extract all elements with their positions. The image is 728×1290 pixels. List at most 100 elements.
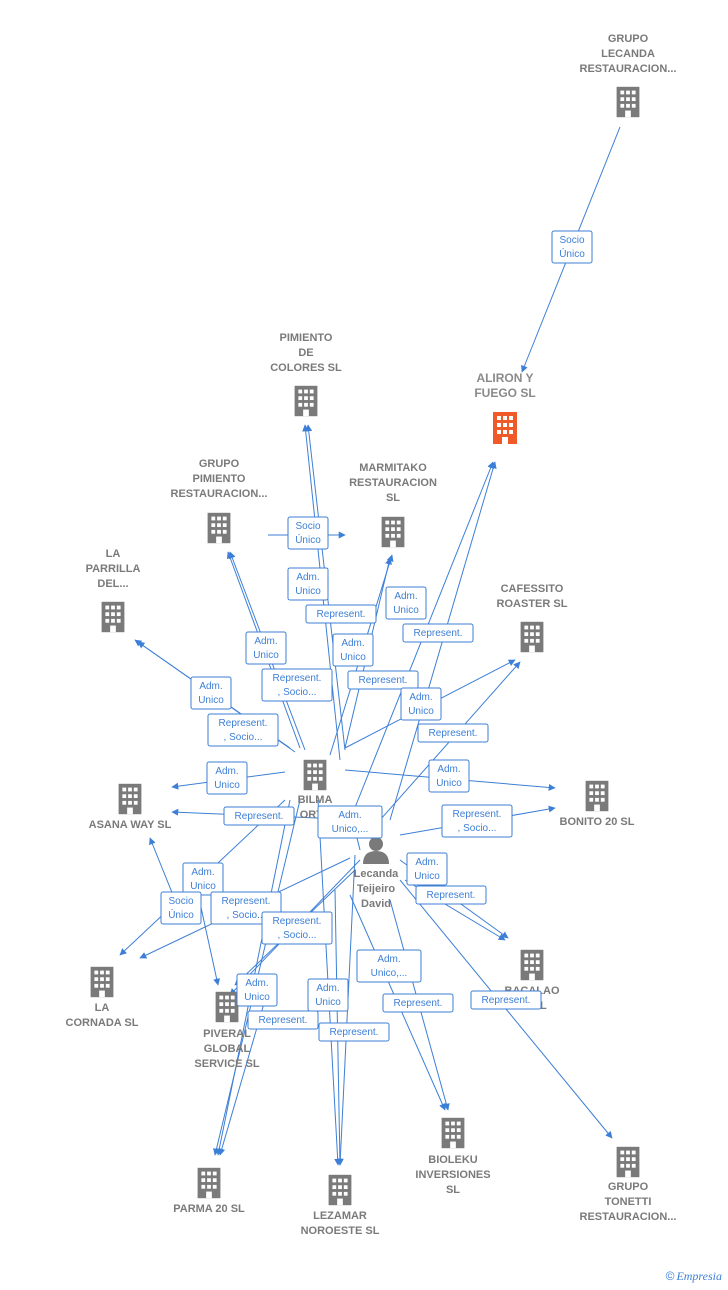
edge-label-text: Socio	[559, 235, 584, 246]
node-label: DE	[298, 347, 313, 359]
node-label: SL	[386, 492, 400, 504]
brand-logo[interactable]: ©Empresia	[666, 1269, 722, 1284]
edge-label-text: Represent.	[222, 896, 271, 907]
edge-label-box	[400, 687, 442, 721]
node-label: BIOLEKU	[428, 1154, 478, 1166]
edge-label-text: Unico	[393, 605, 419, 616]
edge-label-box	[287, 516, 329, 550]
edge-label-e-pers-aliron-rep[interactable]: Represent.	[402, 623, 474, 643]
edge-label-box	[206, 761, 248, 795]
edge-label-box	[236, 973, 278, 1007]
edge-label-e-bilma-asana-adm[interactable]: Adm.Unico	[206, 761, 248, 795]
node-grupo-pimiento[interactable]: GRUPOPIMIENTORESTAURACION...	[171, 458, 268, 544]
edge-label-e-bilma-bac-adm[interactable]: Adm.Unico	[406, 852, 448, 886]
edge-label-e-pers-bilma-adm[interactable]: Adm.Unico,...	[317, 805, 383, 839]
node-label: CORNADA SL	[66, 1017, 139, 1029]
edge-label-e-pers-pim-rep[interactable]: Represent.	[305, 604, 377, 624]
edge-label-text: Adm.	[377, 954, 400, 965]
edge-label-text: , Socio...	[278, 687, 317, 698]
node-parrilla[interactable]: LAPARRILLADEL...	[86, 548, 141, 633]
node-label: LA	[106, 548, 121, 560]
building-icon	[381, 516, 405, 548]
node-label: RESTAURACION...	[580, 1211, 677, 1223]
edge-label-e-bilma-lez-adm[interactable]: Adm.Unico	[307, 978, 349, 1012]
building-icon	[441, 1117, 465, 1149]
building-icon	[207, 512, 231, 544]
node-grupo-tonetti[interactable]: GRUPOTONETTIRESTAURACION...	[580, 1146, 677, 1223]
node-cornada[interactable]: LA CORNADA SL	[66, 966, 139, 1029]
building-icon	[328, 1174, 352, 1206]
node-grupo-lecanda[interactable]: GRUPOLECANDARESTAURACION...	[580, 33, 677, 118]
edge-label-e-pers-parr-rep[interactable]: Represent., Socio...	[207, 713, 279, 747]
edge-label-text: Unico	[340, 652, 366, 663]
node-parma[interactable]: PARMA 20 SL	[173, 1167, 245, 1215]
edge-label-text: Represent.	[429, 728, 478, 739]
edge-label-box	[245, 631, 287, 665]
edge-label-text: Adm.	[296, 572, 319, 583]
edge-label-e-pers-ton-rep[interactable]: Represent.	[470, 990, 542, 1010]
edge-label-text: Adm.	[316, 983, 339, 994]
edge-label-e-pers-asana-rep[interactable]: Represent.	[223, 806, 295, 826]
node-label: SL	[446, 1184, 460, 1196]
node-label: GRUPO	[199, 458, 240, 470]
building-icon	[303, 759, 327, 791]
edge-label-e-pers-marm-rep[interactable]: Represent.	[347, 670, 419, 690]
edge-arrow	[149, 837, 176, 901]
edge-label-text: , Socio...	[227, 910, 266, 921]
edge-label-box	[247, 1010, 319, 1030]
edge-label-e-pers-bonito-rep[interactable]: Represent., Socio...	[441, 804, 513, 838]
edge-label-e-pers-aliron-adm[interactable]: Adm.Unico	[385, 586, 427, 620]
edge-label-box	[347, 670, 419, 690]
edge-label-e-pers-marm-adm[interactable]: Adm.Unico	[332, 633, 374, 667]
node-bonito[interactable]: BONITO 20 SL	[560, 780, 635, 828]
edge-label-e-pers-caf-rep[interactable]: Represent.	[417, 723, 489, 743]
building-icon	[101, 601, 125, 633]
edge-label-e-pers-bio-rep[interactable]: Represent.	[382, 993, 454, 1013]
edge-label-e-bilma-parr-adm[interactable]: Adm.Unico	[190, 676, 232, 710]
node-label: CAFESSITO	[501, 583, 564, 595]
node-label: RESTAURACION...	[171, 488, 268, 500]
building-icon	[520, 949, 544, 981]
edge-label-e-pers-bac-rep[interactable]: Represent.	[415, 885, 487, 905]
edge-label-e-pers-lez-rep[interactable]: Represent.	[318, 1022, 390, 1042]
edge-label-box	[385, 586, 427, 620]
edge-label-e-pers-parma-rep[interactable]: Represent.	[247, 1010, 319, 1030]
node-asana[interactable]: ASANA WAY SL	[89, 783, 172, 831]
edge-label-text: Único	[559, 247, 585, 260]
edge-label-text: Unico,...	[371, 968, 408, 979]
edge-label-e-bilma-piv-adm[interactable]: Adm.Unico	[236, 973, 278, 1007]
edge-label-text: Represent.	[394, 998, 443, 1009]
edge-label-e-bilma-gp-adm[interactable]: Adm.Unico	[245, 631, 287, 665]
node-label: LA	[95, 1002, 110, 1014]
edge-label-e-bilma-corn-adm[interactable]: Adm.Unico	[182, 862, 224, 896]
edge-label-e-bilma-bonito-adm[interactable]: Adm.Unico	[428, 759, 470, 793]
edge-label-e-pers-piv-rep[interactable]: Represent., Socio...	[261, 911, 333, 945]
edge-label-box	[332, 633, 374, 667]
edge-label-box	[207, 713, 279, 747]
edge-label-text: Represent.	[317, 609, 366, 620]
edge-label-text: Unico	[295, 586, 321, 597]
edge-label-text: Represent.	[273, 916, 322, 927]
node-bioleku[interactable]: BIOLEKU INVERSIONES SL	[415, 1117, 491, 1196]
edge-label-e-bilma-pim-adm[interactable]: Adm. Unico	[287, 567, 329, 601]
node-label: Teijeiro	[357, 883, 396, 895]
edge-label-e-bilma-caf-adm[interactable]: Adm.Unico	[400, 687, 442, 721]
edge-label-e-pers-bio-adm[interactable]: Adm. Unico,...	[356, 949, 422, 983]
edge-label-e-pers-gp-rep[interactable]: Represent., Socio...	[261, 668, 333, 702]
brand-name: Empresia	[676, 1269, 722, 1283]
node-label: INVERSIONES	[415, 1169, 490, 1181]
node-label: PIMIENTO	[280, 332, 333, 344]
node-label: ALIRON Y	[476, 371, 533, 385]
edge-label-box	[406, 852, 448, 886]
